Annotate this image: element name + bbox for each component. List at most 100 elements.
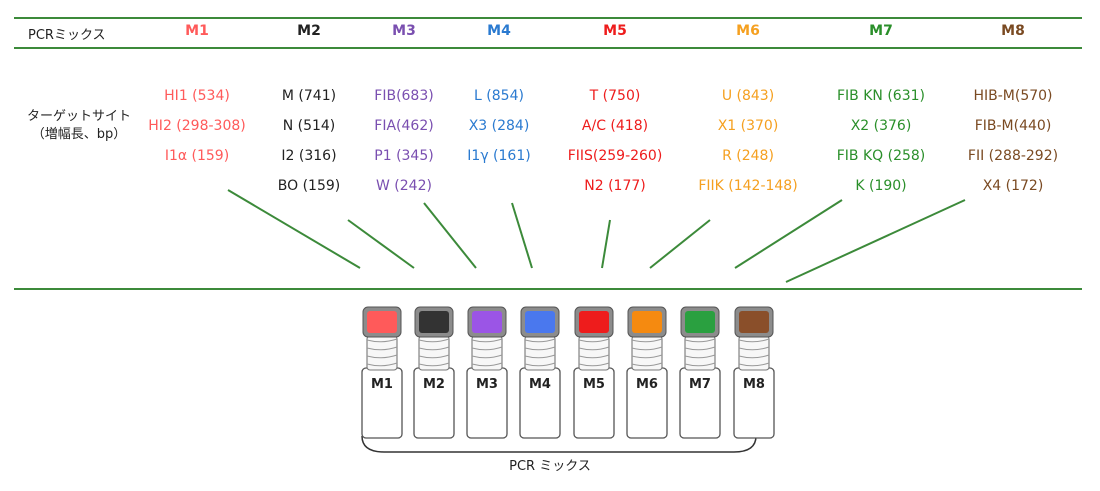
target-site: FIB KQ (258)	[836, 148, 926, 164]
target-site: BO (159)	[277, 178, 341, 194]
target-site: N (514)	[282, 118, 336, 134]
vial-thread	[471, 346, 503, 351]
vial-label: M6	[636, 377, 658, 392]
target-site: I1γ (161)	[467, 148, 531, 164]
vial-thread	[578, 338, 610, 343]
vial-m4: M4	[519, 306, 561, 439]
target-site: FIB-M(440)	[974, 118, 1052, 134]
header-label: PCRミックス	[28, 28, 106, 43]
vial-bracket	[361, 435, 757, 453]
vial-label: M4	[529, 377, 551, 392]
target-site: FIA(462)	[374, 118, 434, 134]
vial-cap	[579, 311, 609, 333]
vial-m8: M8	[733, 306, 775, 439]
site-column-m6: U (843) X1 (370) R (248) FIIK (142-148)	[673, 86, 823, 206]
target-site: N2 (177)	[584, 178, 646, 194]
vial-cap	[419, 311, 449, 333]
connector-line	[601, 219, 611, 269]
vial-label: M5	[583, 377, 605, 392]
vial-thread	[684, 346, 716, 351]
target-site: K (190)	[855, 178, 907, 194]
target-site: A/C (418)	[581, 118, 649, 134]
vial-thread	[366, 362, 398, 367]
vial-thread	[366, 354, 398, 359]
connector-line	[785, 199, 966, 283]
mix-header-m5: M5	[603, 23, 627, 39]
vial-cap	[367, 311, 397, 333]
vial-m7: M7	[679, 306, 721, 439]
connector-line	[734, 199, 843, 269]
target-site: W (242)	[376, 178, 432, 194]
vial-m3: M3	[466, 306, 508, 439]
site-column-m5: T (750) A/C (418) FIIS(259-260) N2 (177)	[540, 86, 690, 206]
connector-line	[511, 202, 533, 269]
target-site: T (750)	[589, 88, 641, 104]
vial-m1: M1	[361, 306, 403, 439]
top-rule	[14, 17, 1082, 19]
vial-thread	[418, 362, 450, 367]
vial-thread	[684, 362, 716, 367]
target-site: FIIK (142-148)	[698, 178, 798, 194]
target-site: X2 (376)	[850, 118, 912, 134]
vial-thread	[631, 354, 663, 359]
target-site: U (843)	[721, 88, 775, 104]
connector-line	[227, 189, 361, 269]
vial-thread	[524, 338, 556, 343]
site-column-m2: M (741) N (514) I2 (316) BO (159)	[234, 86, 384, 206]
connector-line	[649, 219, 711, 269]
vial-thread	[631, 362, 663, 367]
target-site: X4 (172)	[982, 178, 1044, 194]
site-column-m8: HIB-M(570)FIB-M(440)FII (288-292)X4 (172…	[938, 86, 1088, 206]
vial-cap	[472, 311, 502, 333]
target-site: R (248)	[722, 148, 774, 164]
footer-label: PCR ミックス	[509, 459, 591, 474]
vial-thread	[631, 346, 663, 351]
divider-rule	[14, 288, 1082, 290]
mix-header-m4: M4	[487, 23, 511, 39]
vial-label: M7	[689, 377, 711, 392]
site-column-m4: L (854) X3 (284) I1γ (161)	[424, 86, 574, 176]
target-site: M (741)	[281, 88, 337, 104]
vial-thread	[738, 346, 770, 351]
target-site: L (854)	[474, 88, 524, 104]
target-site: HI1 (534)	[164, 88, 230, 104]
vial-cap	[739, 311, 769, 333]
target-site: FIIS(259-260)	[567, 148, 663, 164]
mix-header-m2: M2	[297, 23, 321, 39]
vial-thread	[418, 346, 450, 351]
target-site: FII (288-292)	[967, 148, 1059, 164]
vial-cap	[685, 311, 715, 333]
vial-label: M3	[476, 377, 498, 392]
site-column-m7: FIB KN (631) X2 (376) FIB KQ (258) K (190)	[806, 86, 956, 206]
vial-label: M8	[743, 377, 765, 392]
vial-thread	[471, 338, 503, 343]
vial-thread	[578, 354, 610, 359]
site-column-m1: HI1 (534)HI2 (298-308)I1α (159)	[122, 86, 272, 176]
vial-thread	[684, 338, 716, 343]
vial-thread	[418, 338, 450, 343]
vial-thread	[578, 346, 610, 351]
target-site: X1 (370)	[717, 118, 779, 134]
target-site-label: ターゲットサイト （増幅長、bp）	[14, 108, 144, 144]
vial-m6: M6	[626, 306, 668, 439]
target-site: FIB KN (631)	[837, 88, 925, 104]
vial-thread	[738, 362, 770, 367]
site-column-m3: FIB(683)FIA(462)P1 (345)W (242)	[329, 86, 479, 206]
vial-thread	[524, 346, 556, 351]
target-site-label-line1: ターゲットサイト	[26, 109, 131, 124]
vial-cap	[525, 311, 555, 333]
vial-thread	[578, 362, 610, 367]
target-site: P1 (345)	[374, 148, 434, 164]
vial-label: M1	[371, 377, 393, 392]
mix-header-m3: M3	[392, 23, 416, 39]
target-site: I2 (316)	[281, 148, 337, 164]
vial-thread	[738, 354, 770, 359]
vial-thread	[418, 354, 450, 359]
connector-line	[423, 202, 477, 269]
vial-thread	[524, 362, 556, 367]
vial-thread	[471, 354, 503, 359]
vial-m5: M5	[573, 306, 615, 439]
target-site: X3 (284)	[468, 118, 530, 134]
connector-line	[347, 219, 415, 269]
